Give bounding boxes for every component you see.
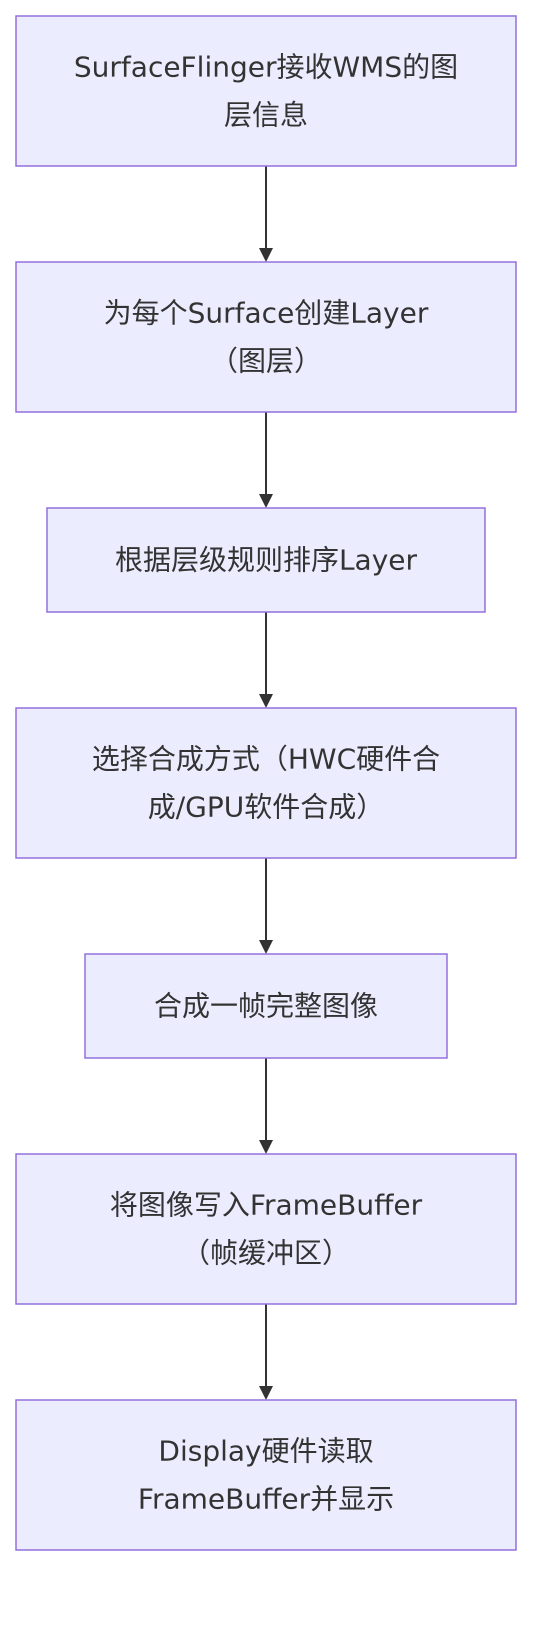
edges-layer [259,166,273,1400]
node-label: （图层） [210,345,322,378]
node-label: 选择合成方式（HWC硬件合 [92,743,440,776]
node-box [15,1153,517,1305]
node-label: FrameBuffer并显示 [138,1483,394,1516]
arrowhead-icon [259,1386,273,1400]
flow-edge [259,612,273,708]
flow-node: 根据层级规则排序Layer [46,507,486,613]
node-label: Display硬件读取 [158,1435,373,1468]
node-box [46,507,486,613]
arrowhead-icon [259,248,273,262]
node-label: 为每个Surface创建Layer [104,297,429,330]
flow-edge [259,1304,273,1400]
node-box [15,707,517,859]
node-box [15,261,517,413]
flow-node: 将图像写入FrameBuffer （帧缓冲区） [15,1153,517,1305]
arrowhead-icon [259,1140,273,1154]
node-label: 根据层级规则排序Layer [115,544,418,577]
arrowhead-icon [259,694,273,708]
nodes-layer: SurfaceFlinger接收WMS的图层信息为每个Surface创建Laye… [15,15,517,1551]
node-label: 将图像写入FrameBuffer [110,1189,423,1222]
node-label: SurfaceFlinger接收WMS的图 [74,51,458,84]
flow-edge [259,858,273,954]
node-box [15,1399,517,1551]
node-label: （帧缓冲区） [182,1237,350,1270]
node-label: 层信息 [224,99,308,132]
flow-edge [259,412,273,508]
node-label: 成/GPU软件合成） [148,791,385,824]
flow-node: Display硬件读取 FrameBuffer并显示 [15,1399,517,1551]
node-label: 合成一帧完整图像 [154,990,378,1023]
flow-node: 合成一帧完整图像 [84,953,448,1059]
node-box [15,15,517,167]
arrowhead-icon [259,940,273,954]
arrowhead-icon [259,494,273,508]
flow-edge [259,1058,273,1154]
flow-node: 为每个Surface创建Layer （图层） [15,261,517,413]
node-box [84,953,448,1059]
flow-edge [259,166,273,262]
